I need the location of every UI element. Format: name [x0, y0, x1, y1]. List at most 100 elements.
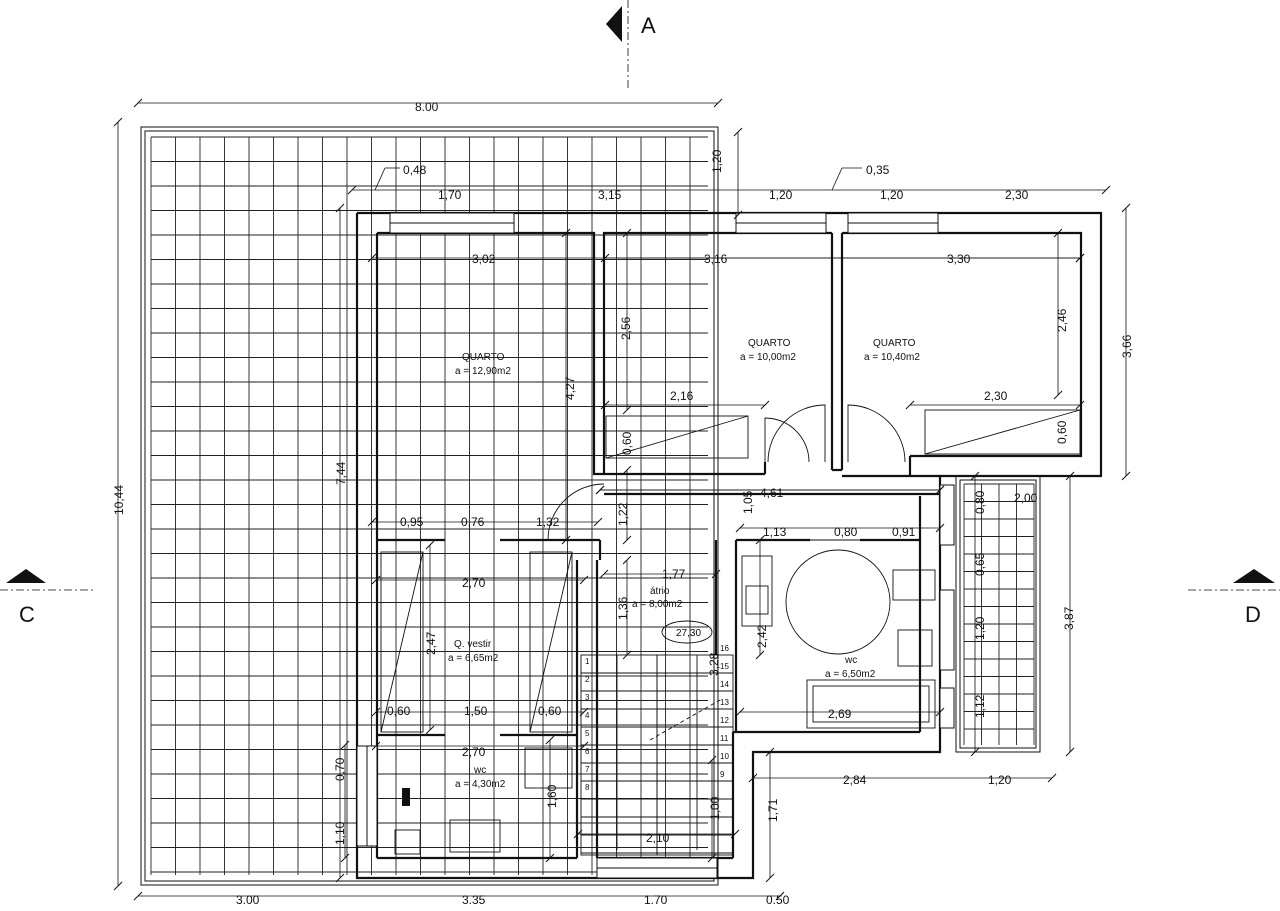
- dim-2-30-top: 2,30: [1005, 188, 1029, 202]
- section-label-a: A: [641, 13, 656, 38]
- dim-2-10: 2,10: [646, 831, 670, 845]
- room-area-q-vestir: a = 6,65m2: [448, 653, 499, 664]
- staircase: [580, 654, 734, 856]
- room-area-atrio: a = 8,00m2: [632, 599, 683, 610]
- room-name-wc-1: wc: [844, 655, 857, 666]
- dim-0-60-c: 0,60: [387, 704, 411, 718]
- dim-0-76: 0,76: [461, 515, 485, 529]
- stair-number: 1: [585, 657, 590, 666]
- dim-1-05: 1,05: [741, 490, 755, 514]
- dim-10-44: 10,44: [112, 485, 126, 515]
- section-label-c: C: [19, 602, 35, 627]
- dim-0-50: 0.50: [766, 893, 790, 907]
- room-name-quarto-3: QUARTO: [873, 338, 916, 349]
- dim-1-70: 1,70: [438, 188, 462, 202]
- doors: [547, 404, 906, 541]
- level-tag-text: 27,30: [676, 628, 701, 639]
- stair-number: 14: [720, 680, 729, 689]
- stair-number: 5: [585, 729, 590, 738]
- stair-number: 10: [720, 752, 729, 761]
- dim-1-70-bottom: 1.70: [644, 893, 668, 907]
- dim-2-46: 2,46: [1055, 308, 1069, 332]
- dim-3-30: 3,30: [947, 252, 971, 266]
- level-tag: 27,30: [661, 620, 713, 644]
- room-name-quarto-2: QUARTO: [748, 338, 791, 349]
- section-marker-a: A: [606, 0, 656, 90]
- dim-1-71: 1,71: [766, 798, 780, 822]
- room-name-q-vestir: Q. vestir: [454, 639, 492, 650]
- stair-number: 15: [720, 662, 729, 671]
- dim-0-35: 0,35: [866, 163, 890, 177]
- dim-0-48: 0,48: [403, 163, 427, 177]
- room-area-quarto-3: a = 10,40m2: [864, 352, 920, 363]
- room-labels: QUARTO a = 12,90m2 QUARTO a = 10,00m2 QU…: [448, 338, 920, 790]
- stair-number: 13: [720, 698, 729, 707]
- dim-3-16: 3,16: [704, 252, 728, 266]
- dim-2-84: 2,84: [843, 773, 867, 787]
- dim-1-20-c: 1,20: [973, 616, 987, 640]
- dim-0-80-a: 0,80: [834, 525, 858, 539]
- dim-1-36: 1,36: [616, 596, 630, 620]
- dim-0-60-b: 0,60: [1055, 420, 1069, 444]
- dim-1-20-d: 1,20: [988, 773, 1012, 787]
- dim-2-00: 2,00: [1014, 491, 1038, 505]
- dim-0-65: 0,65: [973, 552, 987, 576]
- dim-0-91: 0,91: [892, 525, 916, 539]
- dim-2-30-right: 2,30: [984, 389, 1008, 403]
- stair-number: 8: [585, 783, 590, 792]
- room-area-quarto-2: a = 10,00m2: [740, 352, 796, 363]
- terrace-tiled: [140, 126, 719, 886]
- dimension-labels: 8.00 0,48 1,70 3,15 1,20 0,35 1,20 1,20 …: [112, 100, 1134, 907]
- dim-2-69: 2,69: [828, 707, 852, 721]
- stair-number: 12: [720, 716, 729, 725]
- dim-2-42: 2,42: [755, 624, 769, 648]
- dimension-lines: [113, 98, 1131, 901]
- stair-number: 9: [720, 770, 725, 779]
- dim-3-66: 3,66: [1120, 334, 1134, 358]
- dim-0-95: 0,95: [400, 515, 424, 529]
- dim-1-22: 1,22: [616, 502, 630, 526]
- balcony-tiled: [955, 475, 1041, 753]
- stair-number: 4: [585, 711, 590, 720]
- dim-0-70: 0,70: [333, 757, 347, 781]
- dim-3-87: 3,87: [1062, 606, 1076, 630]
- dim-1-50: 1,50: [464, 704, 488, 718]
- dim-1-12: 1,12: [973, 694, 987, 718]
- dim-2-70-b: 2,70: [462, 745, 486, 759]
- dim-3-15: 3,15: [598, 188, 622, 202]
- room-area-wc-1: a = 6,50m2: [825, 669, 876, 680]
- dim-1-77: 1,77: [662, 567, 686, 581]
- dim-1-20-a: 1,20: [769, 188, 793, 202]
- dim-2-56: 2,56: [619, 316, 633, 340]
- dim-0-60-d: 0,60: [538, 704, 562, 718]
- stair-number: 16: [720, 644, 729, 653]
- dim-4-61: 4,61: [760, 486, 784, 500]
- exterior-walls: [355, 211, 1103, 880]
- dim-2-16: 2,16: [670, 389, 694, 403]
- dim-3-00: 3.00: [236, 893, 260, 907]
- dim-1-20-vert: 1,20: [710, 149, 724, 173]
- dim-7-44: 7,44: [334, 461, 348, 485]
- dim-0-60-a: 0,60: [620, 431, 634, 455]
- dim-0-80-b: 0,80: [973, 490, 987, 514]
- dim-1-60: 1,60: [545, 784, 559, 808]
- room-name-wc-2: wc: [473, 765, 486, 776]
- interior-walls: [377, 233, 940, 858]
- dim-1-13: 1,13: [763, 525, 787, 539]
- room-name-atrio: átrio: [650, 586, 670, 597]
- dim-1-20-b: 1,20: [880, 188, 904, 202]
- section-label-d: D: [1245, 602, 1261, 627]
- stair-number: 7: [585, 765, 590, 774]
- wardrobes: [380, 409, 1081, 733]
- section-marker-c: C: [0, 569, 95, 627]
- dim-2-70-a: 2,70: [462, 576, 486, 590]
- windows: [356, 212, 955, 879]
- stair-number: 6: [585, 747, 590, 756]
- dim-3-02: 3,02: [472, 252, 496, 266]
- room-area-quarto-1: a = 12,90m2: [455, 366, 511, 377]
- room-name-quarto-1: QUARTO: [462, 352, 505, 363]
- sanitary-fixtures: [394, 549, 936, 855]
- stair-number: 2: [585, 675, 590, 684]
